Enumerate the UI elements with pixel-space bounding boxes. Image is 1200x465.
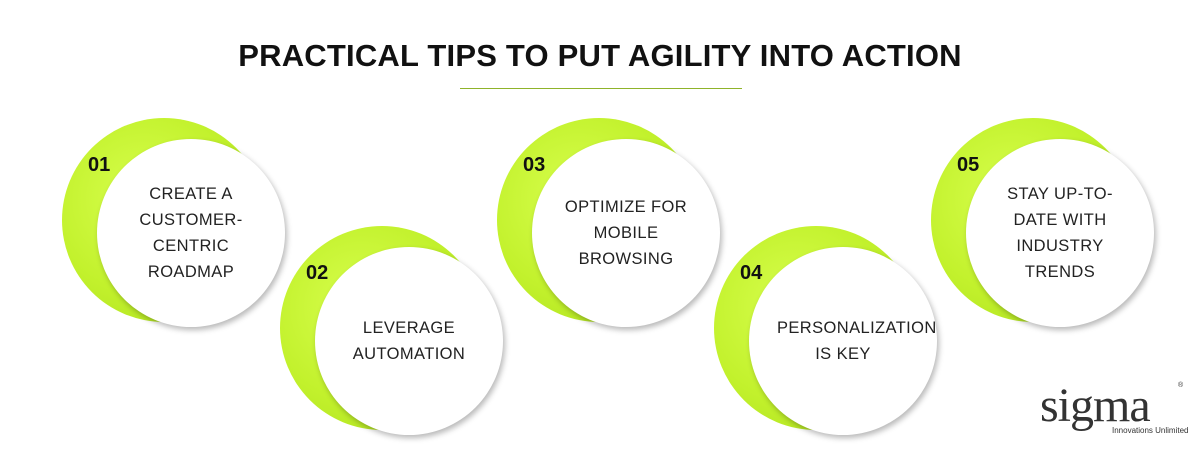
tip-number: 03 [523,154,546,176]
tip-circle: PERSONALIZATION IS KEY [749,247,937,435]
tip-number: 04 [740,262,763,284]
title-underline [460,88,742,89]
tip-01: CREATE A CUSTOMER-CENTRIC ROADMAP 01 [62,118,302,328]
tip-number: 05 [957,154,980,176]
tip-05: STAY UP-TO-DATE WITH INDUSTRY TRENDS 05 [931,118,1171,328]
tip-number: 01 [88,154,111,176]
tip-circle: CREATE A CUSTOMER-CENTRIC ROADMAP [97,139,285,327]
tip-number: 02 [306,262,329,284]
tip-text: CREATE A CUSTOMER-CENTRIC ROADMAP [139,185,243,281]
tip-text: PERSONALIZATION IS KEY [777,319,937,363]
logo-tagline: Innovations Unlimited [1112,426,1189,435]
tip-text: OPTIMIZE FOR MOBILE BROWSING [564,198,688,268]
tip-04: PERSONALIZATION IS KEY 04 [714,226,954,436]
page-title: PRACTICAL TIPS TO PUT AGILITY INTO ACTIO… [238,38,962,73]
tip-text: STAY UP-TO-DATE WITH INDUSTRY TRENDS [1007,185,1113,281]
tip-03: OPTIMIZE FOR MOBILE BROWSING 03 [497,118,737,328]
sigma-logo: sigma ® Innovations Unlimited [1040,382,1190,442]
registered-mark: ® [1178,382,1184,389]
logo-wordmark: sigma [1040,379,1151,432]
tip-text: LEVERAGE AUTOMATION [352,319,466,363]
tip-circle: OPTIMIZE FOR MOBILE BROWSING [532,139,720,327]
tip-02: LEVERAGE AUTOMATION 02 [280,226,520,436]
tip-circle: LEVERAGE AUTOMATION [315,247,503,435]
tip-circle: STAY UP-TO-DATE WITH INDUSTRY TRENDS [966,139,1154,327]
